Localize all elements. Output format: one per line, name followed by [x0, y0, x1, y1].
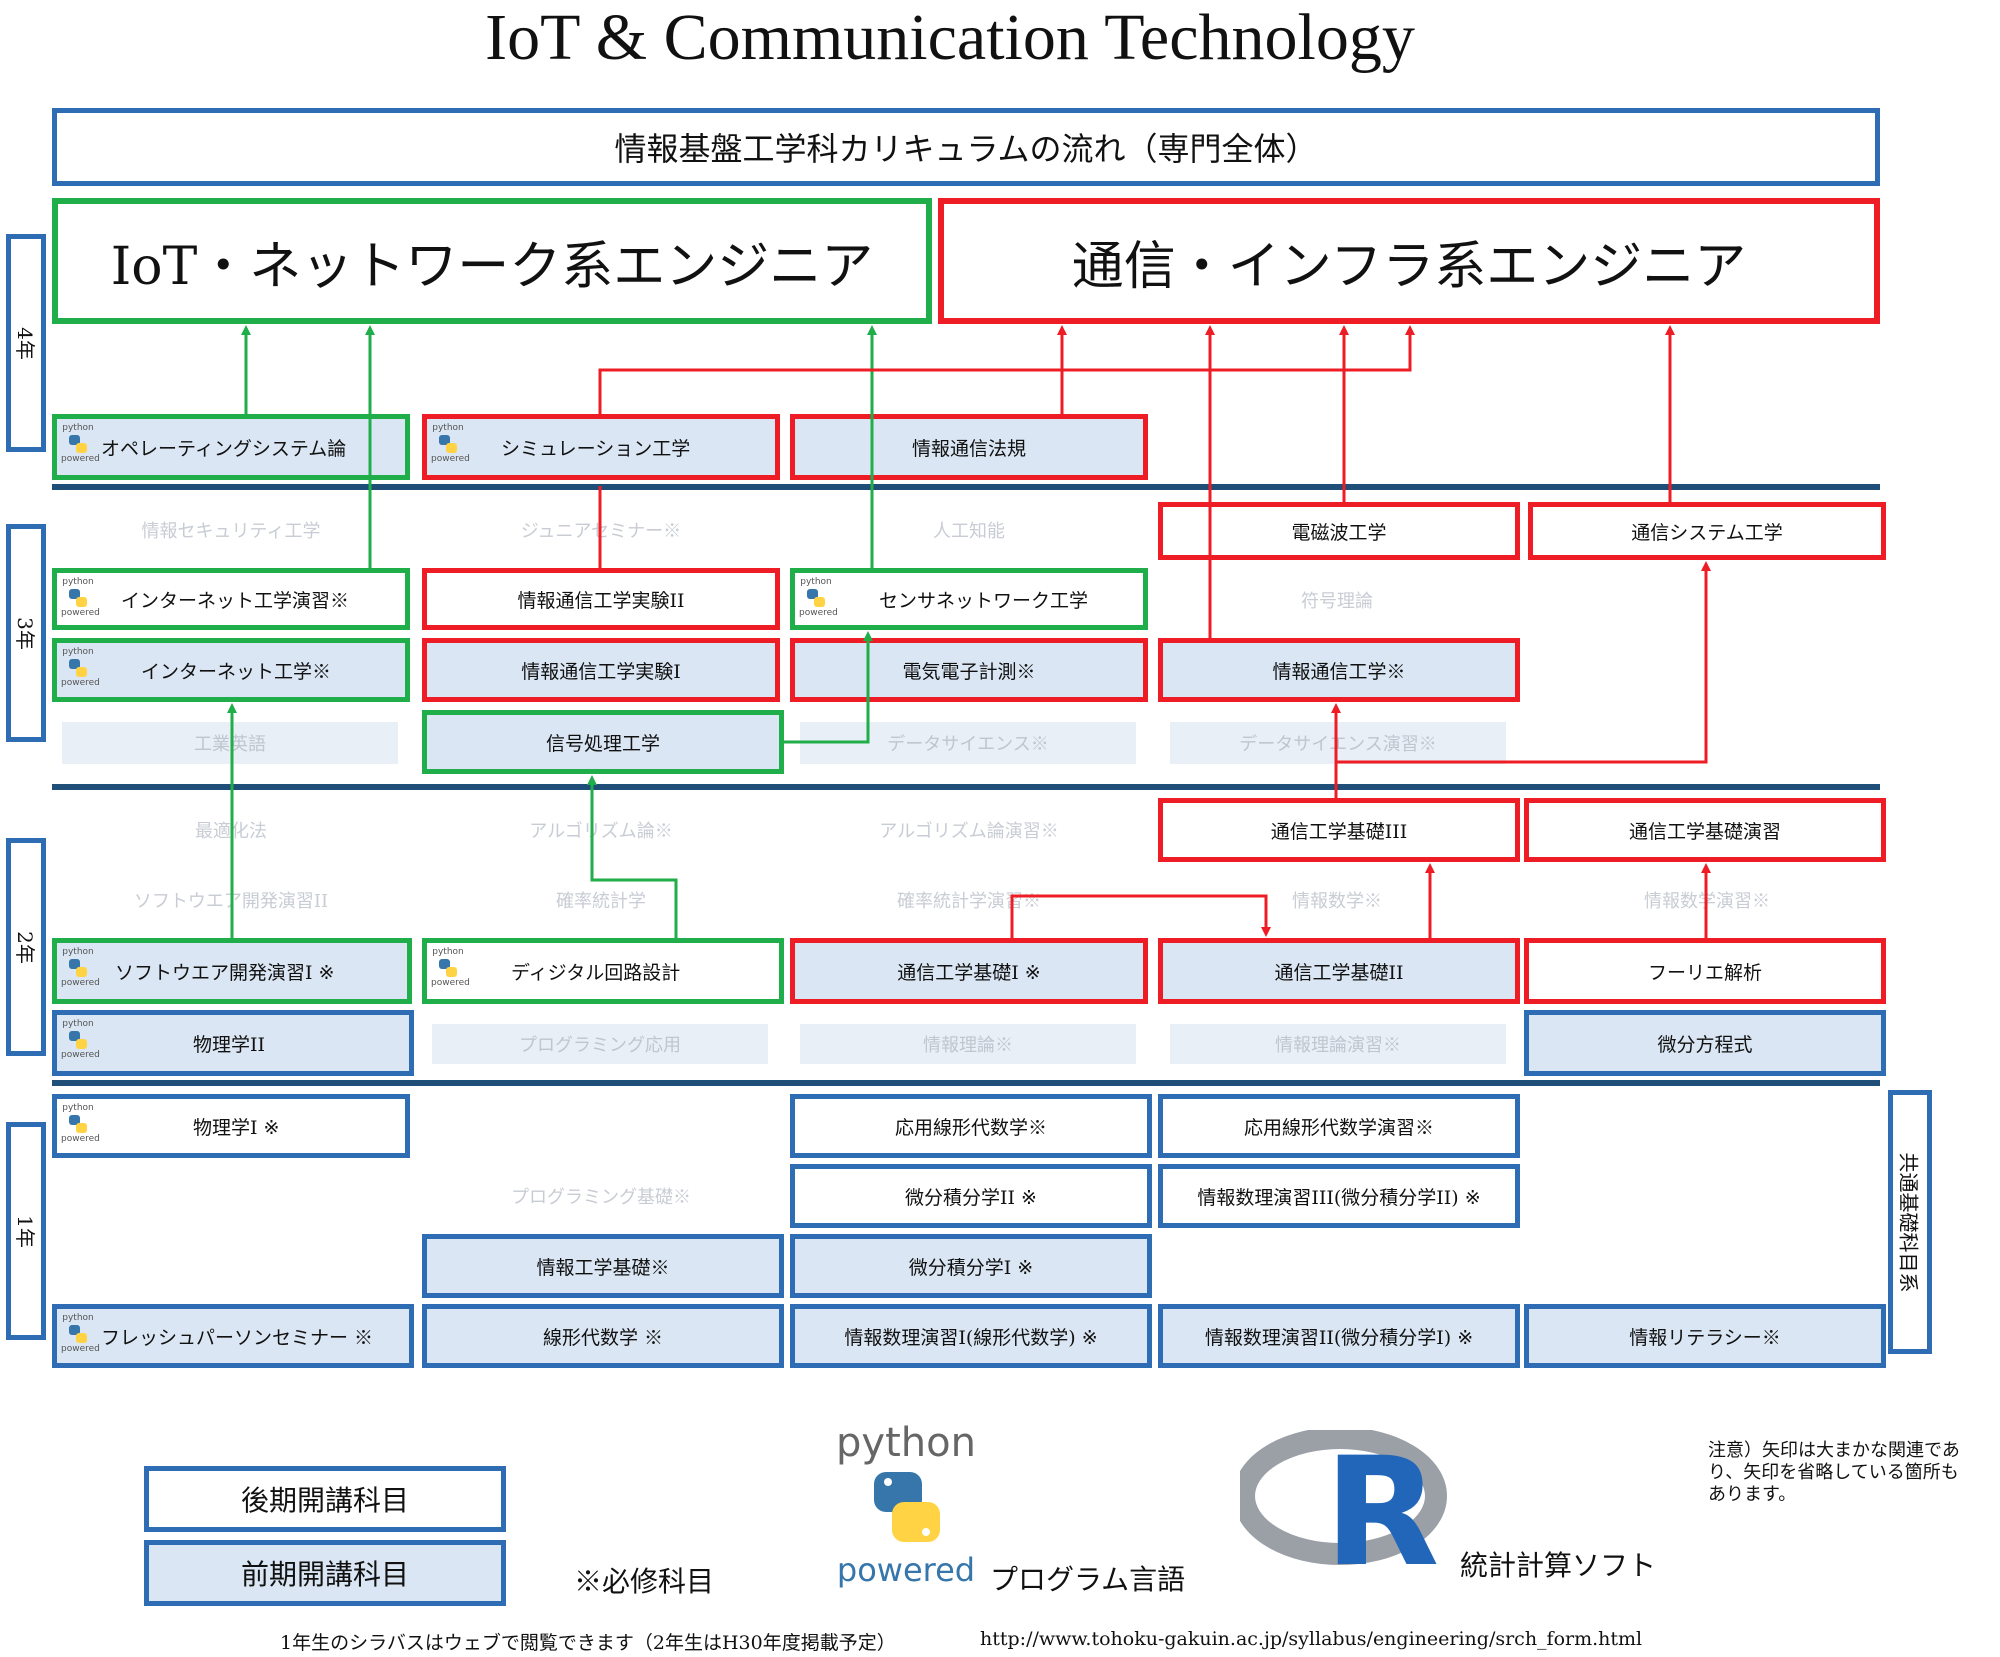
course-info-math-exercise-1[interactable]: 情報数理演習I(線形代数学) ※: [790, 1304, 1152, 1368]
r-logo: R: [1233, 1427, 1460, 1588]
year-label-4: 4年: [6, 234, 46, 452]
course-comm-basics-3[interactable]: 通信工学基礎III: [1158, 798, 1520, 862]
r-caption: 統計計算ソフト: [1460, 1549, 1657, 1582]
course-calculus-2[interactable]: 微分積分学II ※: [790, 1164, 1152, 1228]
course-comm-experiment-2[interactable]: 情報通信工学実験II: [422, 568, 780, 630]
course-telecom-law[interactable]: 情報通信法規: [790, 414, 1148, 480]
course-info-math-exercise-3[interactable]: 情報数理演習III(微分積分学II) ※: [1158, 1164, 1520, 1228]
divider-4-3: [52, 484, 1880, 490]
common-foundation-label: 共通基礎科目系: [1888, 1090, 1932, 1354]
python-snake-icon: [874, 1472, 940, 1542]
arrow-sim-to-comm: [598, 325, 1415, 414]
legend-required: ※必修科目: [574, 1565, 715, 1598]
course-info-math-exercise-2[interactable]: 情報数理演習II(微分積分学I) ※: [1158, 1304, 1520, 1368]
course-info-theory[interactable]: 情報理論※: [800, 1024, 1136, 1064]
course-comm-system[interactable]: 通信システム工学: [1528, 502, 1886, 560]
course-calculus-1[interactable]: 微分積分学I ※: [790, 1234, 1152, 1298]
course-electrical-measurement[interactable]: 電気電子計測※: [790, 638, 1148, 702]
course-probability-statistics[interactable]: 確率統計学: [556, 891, 646, 912]
python-caption: プログラム言語: [990, 1563, 1186, 1596]
footer-syllabus-note: 1年生のシラバスはウェブで閲覧できます（2年生はH30年度掲載予定）: [280, 1632, 896, 1654]
career-comm-infra-engineer: 通信・インフラ系エンジニア: [938, 198, 1880, 324]
year-label-2: 2年: [6, 838, 46, 1056]
course-info-theory-practice[interactable]: 情報理論演習※: [1170, 1024, 1506, 1064]
legend-autumn-course: 後期開講科目: [144, 1466, 506, 1532]
course-em-wave[interactable]: 電磁波工学: [1158, 502, 1520, 560]
divider-3-2: [52, 784, 1880, 790]
course-programming-basics[interactable]: プログラミング基礎※: [511, 1187, 691, 1208]
career-iot-network-engineer: IoT・ネットワーク系エンジニア: [52, 198, 932, 324]
course-industrial-english[interactable]: 工業英語: [62, 722, 398, 764]
course-fourier-analysis[interactable]: フーリエ解析: [1524, 938, 1886, 1004]
course-comm-basics-2[interactable]: 通信工学基礎II: [1158, 938, 1520, 1004]
course-info-comm-eng[interactable]: 情報通信工学※: [1158, 638, 1520, 702]
course-algorithms[interactable]: アルゴリズム論※: [529, 821, 673, 842]
course-algorithms-practice[interactable]: アルゴリズム論演習※: [879, 821, 1059, 842]
course-comm-basics-1[interactable]: 通信工学基礎I ※: [790, 938, 1148, 1004]
arrow-note: 注意）矢印は大まかな関連であり、矢印を省略している箇所もあります。: [1708, 1440, 1960, 1505]
year-label-1: 1年: [6, 1122, 46, 1340]
curriculum-header: 情報基盤工学科カリキュラムの流れ（専門全体）: [52, 108, 1880, 186]
page-title: IoT & Communication Technology: [485, 1, 1415, 74]
course-applied-linear-algebra-practice[interactable]: 応用線形代数学演習※: [1158, 1094, 1520, 1158]
arrow-cb3-to-commsys: [1336, 561, 1711, 764]
r-ring-icon: [1233, 1427, 1447, 1565]
course-data-science-practice[interactable]: データサイエンス演習※: [1170, 722, 1506, 764]
course-signal-processing[interactable]: 信号処理工学: [422, 710, 784, 774]
course-ai[interactable]: 人工知能: [933, 521, 1005, 542]
year-label-3: 3年: [6, 524, 46, 742]
arrow-digital-to-signal: [587, 775, 678, 938]
course-comm-basics-practice[interactable]: 通信工学基礎演習: [1524, 798, 1886, 862]
course-probability-practice[interactable]: 確率統計学演習※: [897, 891, 1041, 912]
legend-spring-course: 前期開講科目: [144, 1540, 506, 1606]
course-info-literacy[interactable]: 情報リテラシー※: [1524, 1304, 1886, 1368]
course-info-eng-basics[interactable]: 情報工学基礎※: [422, 1234, 784, 1298]
course-applied-linear-algebra[interactable]: 応用線形代数学※: [790, 1094, 1152, 1158]
course-coding-theory[interactable]: 符号理論: [1301, 591, 1373, 612]
course-differential-equations[interactable]: 微分方程式: [1524, 1010, 1886, 1076]
course-comm-experiment-1[interactable]: 情報通信工学実験I: [422, 638, 780, 702]
course-linear-algebra[interactable]: 線形代数学 ※: [422, 1304, 784, 1368]
course-info-math[interactable]: 情報数学※: [1292, 891, 1382, 912]
footer-syllabus-url[interactable]: http://www.tohoku-gakuin.ac.jp/syllabus/…: [980, 1628, 1643, 1650]
arrow-signal-to-sensor: [784, 631, 873, 744]
python-powered-logo: python powered: [836, 1420, 976, 1589]
divider-2-1: [52, 1080, 1880, 1086]
arrow-cb1-to-cb2: [1010, 894, 1271, 938]
course-info-security[interactable]: 情報セキュリティ工学: [141, 521, 321, 542]
course-data-science[interactable]: データサイエンス※: [800, 722, 1136, 764]
course-programming-applied[interactable]: プログラミング応用: [432, 1024, 768, 1064]
